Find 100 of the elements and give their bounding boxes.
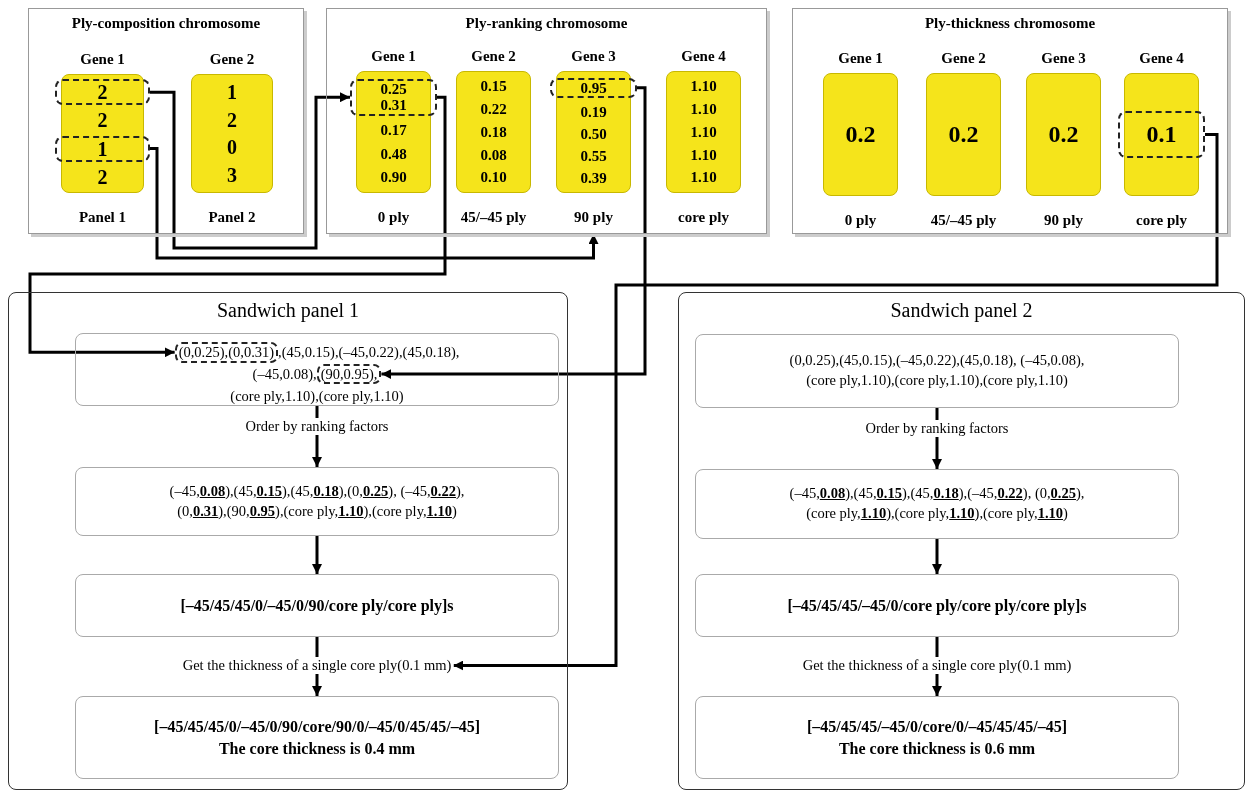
ply-sequence-text: The core thickness is 0.6 mm xyxy=(838,738,1036,759)
gene-label: Gene 4 xyxy=(1139,50,1184,67)
gene-value: 2 xyxy=(226,108,238,131)
panel-title: Ply-composition chromosome xyxy=(70,15,262,32)
gene-value: 2 xyxy=(96,165,109,188)
ply-sequence-text: (–45,0.08), xyxy=(252,365,317,382)
gene-label: Gene 1 xyxy=(371,48,416,65)
gene-value: 1.10 xyxy=(689,123,718,141)
process-box xyxy=(75,696,559,779)
process-box xyxy=(695,469,1179,539)
gene-value: 0.15 xyxy=(479,78,508,95)
arrow xyxy=(932,539,942,574)
ply-sequence-text: [–45/45/45/–45/0/core ply/core ply/core ply]s xyxy=(787,595,1087,617)
panel-title: Ply-thickness chromosome xyxy=(923,15,1097,32)
gene-value: 1.10 xyxy=(689,101,718,118)
process-box xyxy=(75,574,559,637)
gene-value: 0.17 xyxy=(379,122,408,139)
ply-type-label: Panel 2 xyxy=(208,209,256,226)
gene-value: 3 xyxy=(226,164,238,187)
ply-sequence-text: (–45,0.08),(45,0.15),(45,0.18),(–45,0.22), (0,0.25),(core ply,1.10),(core ply,1.10),(core ply,1.10) xyxy=(788,484,1086,523)
ply-sequence-text: [–45/45/45/0/–45/0/90/core/90/0/–45/0/45/45/–45] xyxy=(154,716,480,737)
gene-label: Gene 1 xyxy=(838,50,883,67)
process-box xyxy=(75,333,559,406)
dashed-highlight xyxy=(350,78,437,116)
panel-title: Sandwich panel 1 xyxy=(215,299,361,322)
gene-value: 0 xyxy=(226,136,238,159)
ply-sequence-text: ,(45,0.15),(–45,0.22),(45,0.18), xyxy=(278,344,460,360)
ply-type-label: Panel 1 xyxy=(78,209,127,226)
ply-type-label: 90 ply xyxy=(1044,212,1083,229)
gene-label: Gene 3 xyxy=(1041,50,1086,67)
ply-sequence-text: (core ply,1.10),(core ply,1.10) xyxy=(230,387,404,404)
arrow xyxy=(28,95,447,358)
ply-sequence-text: The core thickness is 0.4 mm xyxy=(218,738,416,759)
connector-line xyxy=(935,637,939,657)
connector-line xyxy=(315,406,319,418)
gene-value: 0.08 xyxy=(479,146,508,163)
arrow xyxy=(312,435,322,467)
connector-line xyxy=(935,408,939,420)
chromosome-panel xyxy=(326,8,767,234)
panel-title: Ply-ranking chromosome xyxy=(464,15,629,32)
gene-value: 0.39 xyxy=(579,169,608,187)
step-label: Order by ranking factors xyxy=(863,420,1011,437)
gene-value: 1.10 xyxy=(689,169,718,186)
gene-value: 0.48 xyxy=(379,145,408,163)
gene-value: 0.90 xyxy=(379,168,408,186)
dashed-highlight xyxy=(55,135,150,162)
gene-value: 0.95 xyxy=(579,79,608,97)
gene-value: 2 xyxy=(96,109,109,132)
ply-sequence-text: [–45/45/45/0/–45/0/90/core ply/core ply]s xyxy=(180,595,454,617)
gene-label: Gene 2 xyxy=(471,48,516,65)
ply-type-label: 45/–45 ply xyxy=(930,212,997,229)
gene-value: 0.31 xyxy=(379,97,408,114)
ply-sequence-text: [–45/45/45/–45/0/core/0/–45/45/45/–45] xyxy=(806,716,1068,737)
sandwich-panel xyxy=(8,292,568,790)
gene-value: 0.1 xyxy=(1145,121,1178,148)
gene-value: 1 xyxy=(96,137,109,160)
gene-value: 1.10 xyxy=(689,146,718,163)
chromosome-panel xyxy=(28,8,304,234)
chromosome-panel xyxy=(792,8,1228,234)
arrow xyxy=(932,437,942,469)
arrow xyxy=(312,674,322,696)
gene-value: 0.18 xyxy=(479,123,508,141)
ply-type-label: 90 ply xyxy=(574,209,613,226)
arrow xyxy=(453,133,1219,671)
gene-value: 1.10 xyxy=(689,78,718,95)
process-box xyxy=(695,696,1179,779)
panel-title: Sandwich panel 2 xyxy=(889,299,1034,322)
process-box xyxy=(695,574,1179,637)
gene-label: Gene 2 xyxy=(941,50,986,67)
arrow xyxy=(381,86,647,380)
ply-type-label: core ply xyxy=(1136,212,1187,229)
connector-line xyxy=(315,637,319,657)
arrow xyxy=(312,536,322,574)
step-label: Order by ranking factors xyxy=(243,418,391,435)
gene-value: 0.19 xyxy=(579,103,608,121)
ply-sequence-text: (0,0.25),(0,0.31) xyxy=(178,344,275,360)
gene-value: 0.10 xyxy=(479,169,508,186)
ply-sequence-text: (0,0.25),(45,0.15),(–45,0.22),(45,0.18), (–45,0.08),(core ply,1.10),(core ply,1.10),(core ply,1.10) xyxy=(788,351,1086,390)
gene-value: 0.55 xyxy=(579,147,608,165)
dashed-highlight xyxy=(1118,111,1205,158)
arrow xyxy=(150,90,350,250)
arrow xyxy=(150,147,599,260)
gene-value: 2 xyxy=(96,81,109,104)
ply-type-label: core ply xyxy=(678,209,729,226)
ply-type-label: 0 ply xyxy=(377,209,410,226)
gene-value: 0.2 xyxy=(1047,121,1080,148)
ply-type-label: 0 ply xyxy=(844,212,877,229)
process-box xyxy=(695,334,1179,408)
step-label: Get the thickness of a single core ply(0.1 mm) xyxy=(180,657,454,674)
step-label: Get the thickness of a single core ply(0.1 mm) xyxy=(800,657,1074,674)
gene-value: 0.25 xyxy=(379,80,408,98)
sandwich-panel xyxy=(678,292,1245,790)
gene-label: Gene 3 xyxy=(571,48,616,65)
gene-label: Gene 2 xyxy=(209,51,255,68)
gene-value: 1 xyxy=(226,80,238,103)
ply-type-label: 45/–45 ply xyxy=(460,209,527,226)
gene-value: 0.2 xyxy=(947,121,980,148)
gene-label: Gene 4 xyxy=(681,48,726,65)
process-box xyxy=(75,467,559,536)
gene-value: 0.2 xyxy=(844,121,877,148)
